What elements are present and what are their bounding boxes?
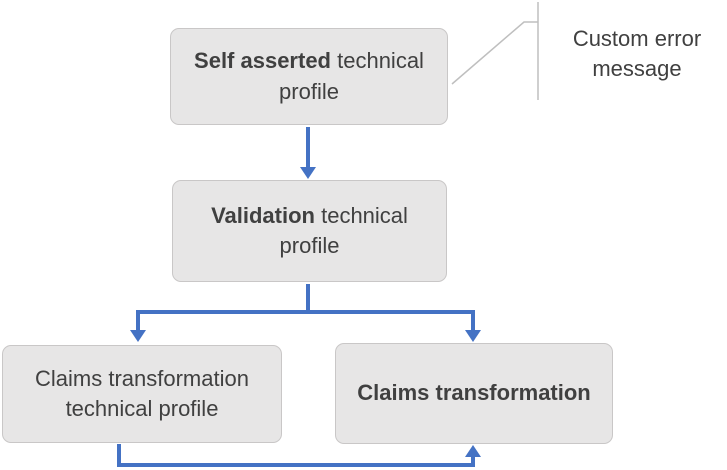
validation-label: Validation technical profile — [211, 202, 408, 258]
arrow-left-head — [130, 330, 146, 342]
claims-transformation-box: Claims transformation — [335, 343, 613, 444]
claims-transformation-profile-box: Claims transformation technical profile — [2, 345, 282, 443]
claims-transformation-profile-label: Claims transformation technical profile — [35, 365, 249, 421]
arrow-right-head — [465, 330, 481, 342]
self-asserted-box: Self asserted technical profile — [170, 28, 448, 125]
callout-leader-line — [451, 21, 538, 85]
arrow-self-to-validation-head — [300, 167, 316, 179]
connector-split-bar — [136, 310, 475, 332]
custom-error-callout: Custom error message — [572, 26, 702, 82]
claims-transformation-label: Claims transformation — [357, 380, 591, 406]
arrow-up-head — [465, 445, 481, 457]
connector-bottom-loop — [117, 444, 475, 467]
validation-box: Validation technical profile — [172, 180, 447, 282]
self-asserted-label: Self asserted technical profile — [194, 48, 424, 104]
